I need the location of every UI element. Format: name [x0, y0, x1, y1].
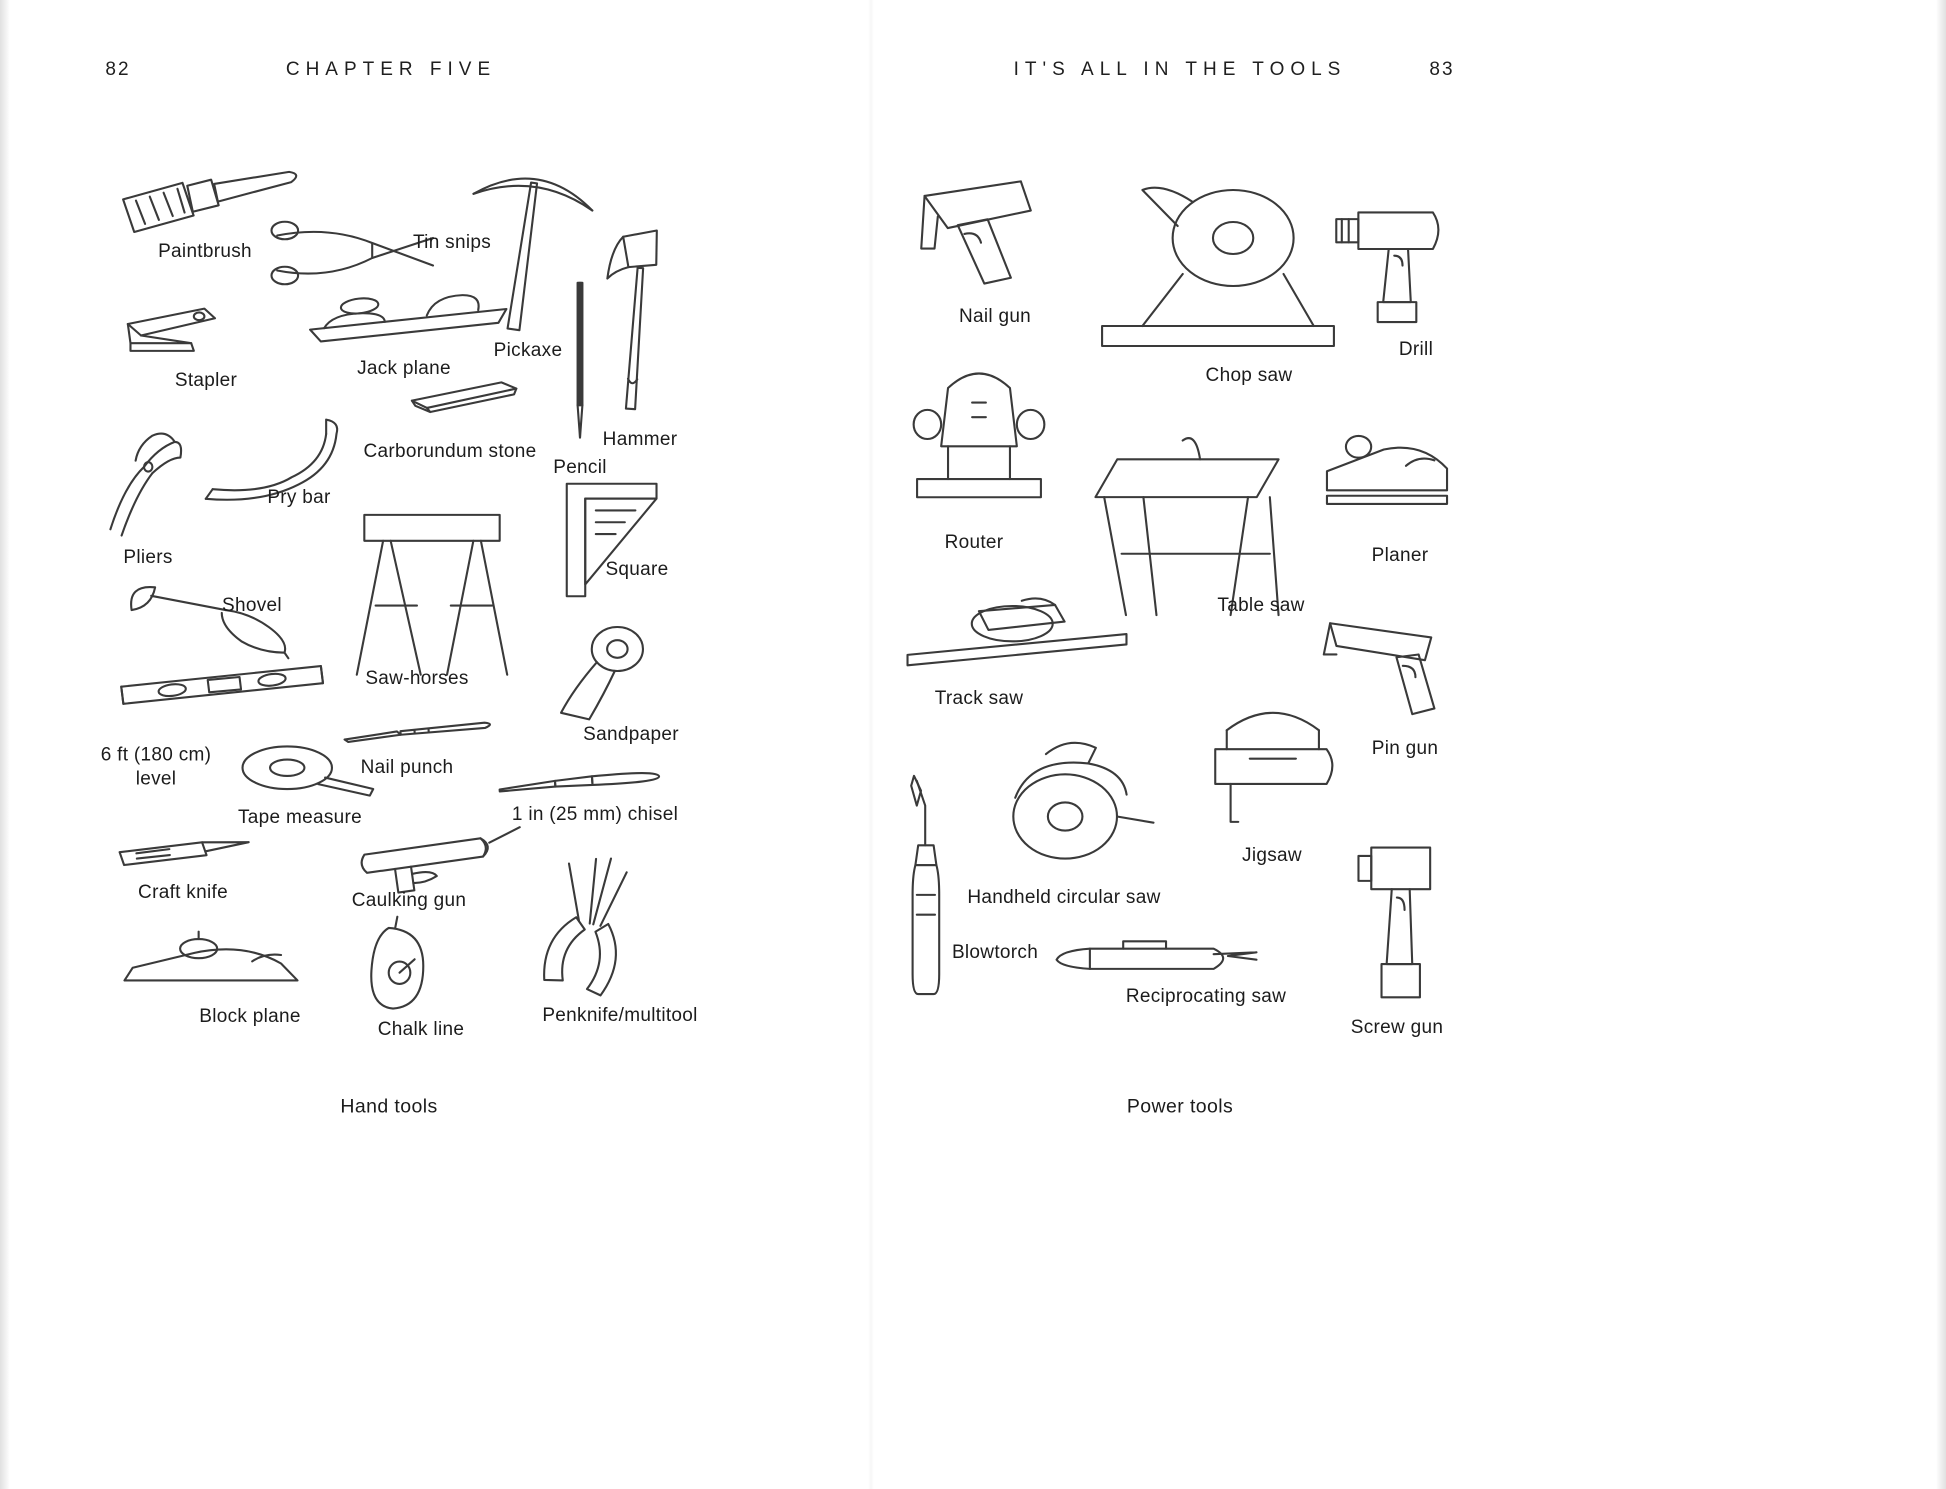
planer-icon — [1308, 406, 1466, 542]
pencil-label: Pencil — [553, 457, 607, 479]
pencil-icon — [560, 272, 600, 452]
pry-bar-label: Pry bar — [267, 487, 331, 509]
track-saw-label: Track saw — [934, 688, 1024, 710]
pickaxe-icon — [439, 138, 614, 349]
screw-gun-label: Screw gun — [1350, 1017, 1444, 1039]
pin-gun-label: Pin gun — [1371, 738, 1439, 760]
circular-saw-label: Handheld circular saw — [967, 887, 1161, 909]
carborundum-stone-icon — [390, 363, 537, 433]
nail-gun-label: Nail gun — [958, 306, 1032, 328]
sandpaper-label: Sandpaper — [583, 724, 679, 746]
page-gutter — [868, 0, 874, 1489]
shovel-icon — [112, 522, 308, 664]
table-saw-label: Table saw — [1217, 595, 1305, 617]
page-edge-right — [1936, 0, 1946, 1489]
penknife-multitool-icon — [487, 819, 700, 1023]
square-icon — [543, 466, 675, 614]
craft-knife-label: Craft knife — [138, 882, 228, 904]
pliers-icon — [88, 392, 228, 548]
stapler-icon — [112, 276, 244, 372]
stapler-label: Stapler — [174, 370, 238, 392]
chop-saw-label: Chop saw — [1205, 365, 1293, 387]
pliers-label: Pliers — [123, 547, 173, 569]
tin-snips-label: Tin snips — [412, 232, 492, 254]
chalk-line-icon — [352, 910, 460, 1022]
level-label: 6 ft (180 cm) level — [100, 744, 212, 789]
drill-label: Drill — [1398, 339, 1434, 361]
penknife-multitool-label: Penknife/multitool — [542, 1005, 698, 1027]
caulking-gun-label: Caulking gun — [351, 890, 467, 912]
tin-snips-icon — [262, 188, 452, 313]
jigsaw-icon — [1173, 686, 1365, 844]
page-number-right: 83 — [1429, 59, 1455, 80]
reciprocating-saw-label: Reciprocating saw — [1125, 986, 1287, 1008]
nail-punch-icon — [329, 702, 508, 758]
craft-knife-icon — [100, 809, 271, 889]
circular-saw-icon — [973, 726, 1165, 882]
page-edge-left — [0, 0, 10, 1489]
chisel-icon — [487, 750, 676, 811]
power-tools-caption: Power tools — [1126, 1095, 1234, 1118]
pry-bar-icon — [192, 398, 364, 518]
router-icon — [893, 348, 1065, 530]
jigsaw-label: Jigsaw — [1242, 845, 1302, 867]
chapter-title: CHAPTER FIVE — [285, 59, 497, 80]
shovel-label: Shovel — [222, 595, 282, 617]
screw-gun-icon — [1338, 806, 1466, 1014]
block-plane-icon — [108, 902, 314, 1008]
planer-label: Planer — [1371, 545, 1429, 567]
table-saw-icon — [1078, 398, 1296, 634]
pickaxe-label: Pickaxe — [493, 340, 563, 362]
nail-gun-icon — [898, 158, 1064, 304]
track-saw-icon — [898, 580, 1136, 684]
hammer-label: Hammer — [602, 429, 678, 451]
nail-punch-label: Nail punch — [360, 757, 454, 779]
router-label: Router — [944, 532, 1004, 554]
carborundum-stone-label: Carborundum stone — [363, 441, 537, 463]
sandpaper-icon — [538, 616, 666, 726]
reciprocating-saw-icon — [1028, 910, 1266, 1002]
page-number-left: 82 — [105, 59, 131, 80]
hand-tools-caption: Hand tools — [340, 1095, 438, 1118]
blowtorch-label: Blowtorch — [951, 942, 1039, 964]
jack-plane-label: Jack plane — [357, 358, 451, 380]
jack-plane-icon — [286, 254, 529, 370]
caulking-gun-icon — [328, 796, 541, 915]
hammer-icon — [585, 205, 692, 425]
chisel-label: 1 in (25 mm) chisel — [511, 804, 679, 826]
section-title: IT'S ALL IN THE TOOLS — [1013, 59, 1347, 80]
drill-icon — [1328, 166, 1466, 332]
block-plane-label: Block plane — [199, 1006, 301, 1028]
blowtorch-icon — [893, 756, 963, 1004]
chop-saw-icon — [1092, 162, 1344, 362]
level-icon — [103, 622, 341, 745]
tape-measure-icon — [215, 730, 387, 812]
saw-horses-label: Saw-horses — [365, 668, 469, 690]
paintbrush-icon — [104, 128, 324, 264]
saw-horses-icon — [338, 476, 526, 692]
paintbrush-label: Paintbrush — [158, 241, 252, 263]
chalk-line-label: Chalk line — [377, 1019, 465, 1041]
square-label: Square — [605, 559, 669, 581]
pin-gun-icon — [1308, 592, 1466, 734]
tape-measure-label: Tape measure — [237, 807, 363, 829]
